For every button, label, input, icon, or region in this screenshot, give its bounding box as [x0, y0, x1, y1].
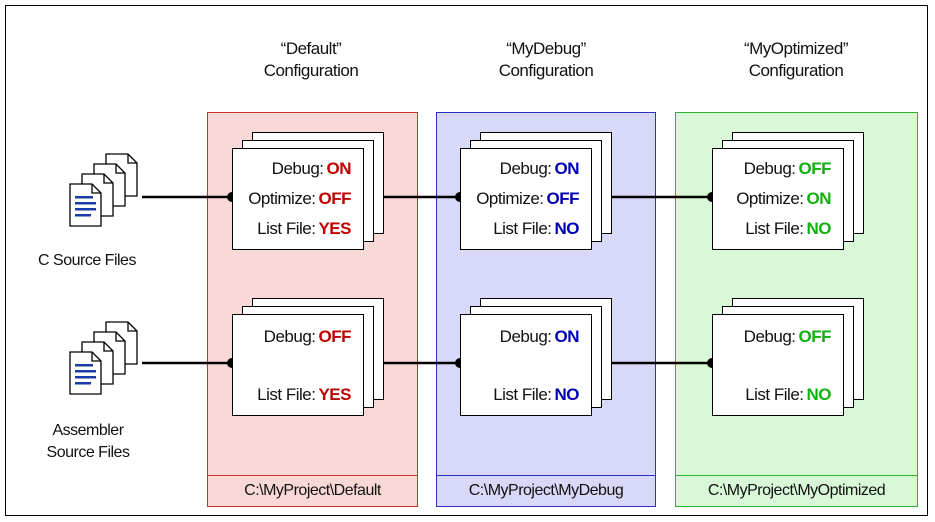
sheet-front: Debug:ON List File:NO — [460, 314, 592, 416]
debug-value: OFF — [318, 327, 352, 346]
listfile-value: NO — [806, 219, 832, 238]
sheet-front: Debug:OFF List File:NO — [712, 314, 844, 416]
debug-value: OFF — [798, 327, 832, 346]
assembler-label-line2: Source Files — [46, 444, 130, 461]
config-path-default: C:\MyProject\Default — [208, 475, 417, 506]
header-myoptimized: “MyOptimized” Configuration — [706, 38, 886, 82]
default-asm-options: Debug:OFF List File:YES — [232, 298, 394, 424]
config-path-myoptimized: C:\MyProject\MyOptimized — [676, 475, 917, 506]
listfile-label: List File: — [493, 219, 552, 238]
debug-value: OFF — [798, 159, 832, 178]
sheet-front: Debug:OFF List File:YES — [232, 314, 364, 416]
debug-label: Debug: — [499, 327, 552, 346]
optimize-value: OFF — [318, 189, 352, 208]
mydebug-asm-options: Debug:ON List File:NO — [460, 298, 622, 424]
header-myoptimized-name: “MyOptimized” — [743, 39, 849, 58]
listfile-label: List File: — [257, 385, 316, 404]
listfile-label: List File: — [257, 219, 316, 238]
myoptimized-c-options: Debug:OFF Optimize:ON List File:NO — [712, 132, 874, 258]
listfile-row: List File:NO — [461, 219, 593, 239]
listfile-label: List File: — [493, 385, 552, 404]
sheet-front: Debug:ON Optimize:OFF List File:YES — [232, 148, 364, 250]
listfile-value: NO — [806, 385, 832, 404]
debug-label: Debug: — [263, 327, 316, 346]
optimize-label: Optimize: — [248, 189, 316, 208]
optimize-row: Optimize:OFF — [461, 189, 593, 209]
assembler-label-line1: Assembler — [52, 422, 124, 439]
listfile-label: List File: — [745, 219, 804, 238]
debug-value: ON — [554, 327, 580, 346]
header-myoptimized-sub: Configuration — [748, 61, 844, 80]
default-c-options: Debug:ON Optimize:OFF List File:YES — [232, 132, 394, 258]
header-default-sub: Configuration — [263, 61, 359, 80]
listfile-value: NO — [554, 219, 580, 238]
sheet-front: Debug:ON Optimize:OFF List File:NO — [460, 148, 592, 250]
listfile-value: YES — [318, 385, 351, 404]
assembler-source-files-label: Assembler Source Files — [38, 420, 138, 464]
debug-label: Debug: — [743, 159, 796, 178]
optimize-value: ON — [806, 189, 832, 208]
debug-row: Debug:ON — [233, 159, 365, 179]
assembler-source-files-icon — [69, 321, 138, 395]
optimize-row: Optimize:OFF — [233, 189, 365, 209]
debug-label: Debug: — [743, 327, 796, 346]
listfile-row: List File:NO — [461, 385, 593, 405]
header-mydebug-name: “MyDebug” — [506, 39, 586, 58]
listfile-row: List File:NO — [713, 385, 845, 405]
optimize-row: Optimize:ON — [713, 189, 845, 209]
listfile-row: List File:YES — [233, 385, 365, 405]
optimize-label: Optimize: — [476, 189, 544, 208]
diagram-frame — [5, 5, 928, 516]
listfile-row: List File:NO — [713, 219, 845, 239]
debug-label: Debug: — [499, 159, 552, 178]
debug-row: Debug:OFF — [713, 159, 845, 179]
listfile-value: NO — [554, 385, 580, 404]
mydebug-c-options: Debug:ON Optimize:OFF List File:NO — [460, 132, 622, 258]
listfile-row: List File:YES — [233, 219, 365, 239]
debug-row: Debug:OFF — [233, 327, 365, 347]
debug-row: Debug:ON — [461, 327, 593, 347]
header-default-name: “Default” — [280, 39, 342, 58]
listfile-value: YES — [318, 219, 351, 238]
debug-row: Debug:OFF — [713, 327, 845, 347]
header-mydebug: “MyDebug” Configuration — [456, 38, 636, 82]
optimize-value: OFF — [546, 189, 580, 208]
header-mydebug-sub: Configuration — [498, 61, 594, 80]
optimize-label: Optimize: — [736, 189, 804, 208]
myoptimized-asm-options: Debug:OFF List File:NO — [712, 298, 874, 424]
debug-label: Debug: — [271, 159, 324, 178]
config-path-mydebug: C:\MyProject\MyDebug — [437, 475, 655, 506]
debug-row: Debug:ON — [461, 159, 593, 179]
c-source-files-icon — [69, 153, 138, 227]
debug-value: ON — [326, 159, 352, 178]
header-default: “Default” Configuration — [221, 38, 401, 82]
c-source-files-label: C Source Files — [38, 252, 136, 269]
sheet-front: Debug:OFF Optimize:ON List File:NO — [712, 148, 844, 250]
debug-value: ON — [554, 159, 580, 178]
listfile-label: List File: — [745, 385, 804, 404]
